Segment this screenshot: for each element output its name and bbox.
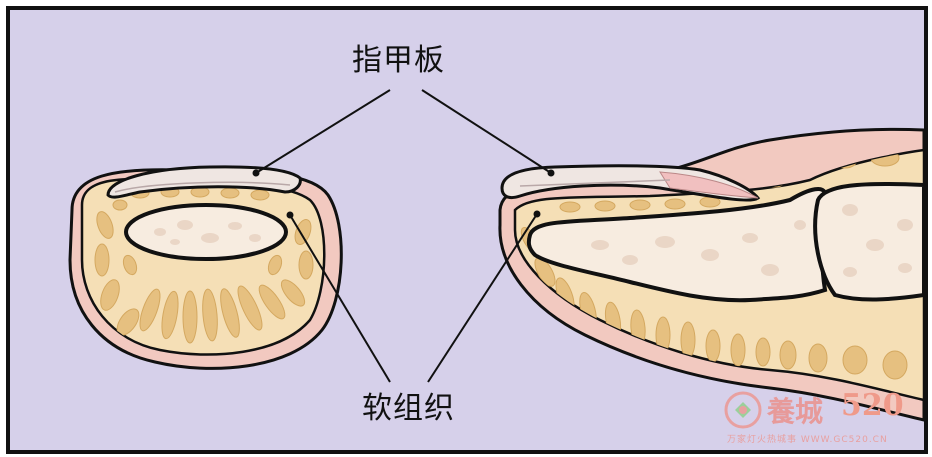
distal-bone-texture [591,220,806,276]
watermark-number: 520 [841,388,904,423]
cross-section [68,165,343,370]
middle-bone-texture [842,204,913,277]
leader-lines [255,89,552,383]
leader-tissue-right [427,213,538,383]
bone-texture [154,220,261,245]
watermark-brand: 養城 [767,395,824,428]
longitudinal-section [498,127,924,422]
leader-tissue-left [289,214,391,383]
nail-plate-label: 指甲板 [352,43,445,78]
distal-phalanx [526,187,828,303]
watermark: 養城 520 万家灯火热城事 WWW.GC520.CN [723,386,923,446]
soft-tissue-label: 软组织 [362,391,455,426]
leader-nail-right [421,89,552,174]
tissue-fibers [94,186,314,344]
watermark-logo-icon [724,391,762,429]
nail-bed [659,171,759,199]
leader-nail-left [255,89,391,174]
bone-cross-section [124,203,288,261]
diagram-frame: 指甲板 软组织 [6,6,928,454]
watermark-url: 万家灯火热城事 WWW.GC520.CN [727,435,888,445]
anatomy-illustration [68,89,924,422]
